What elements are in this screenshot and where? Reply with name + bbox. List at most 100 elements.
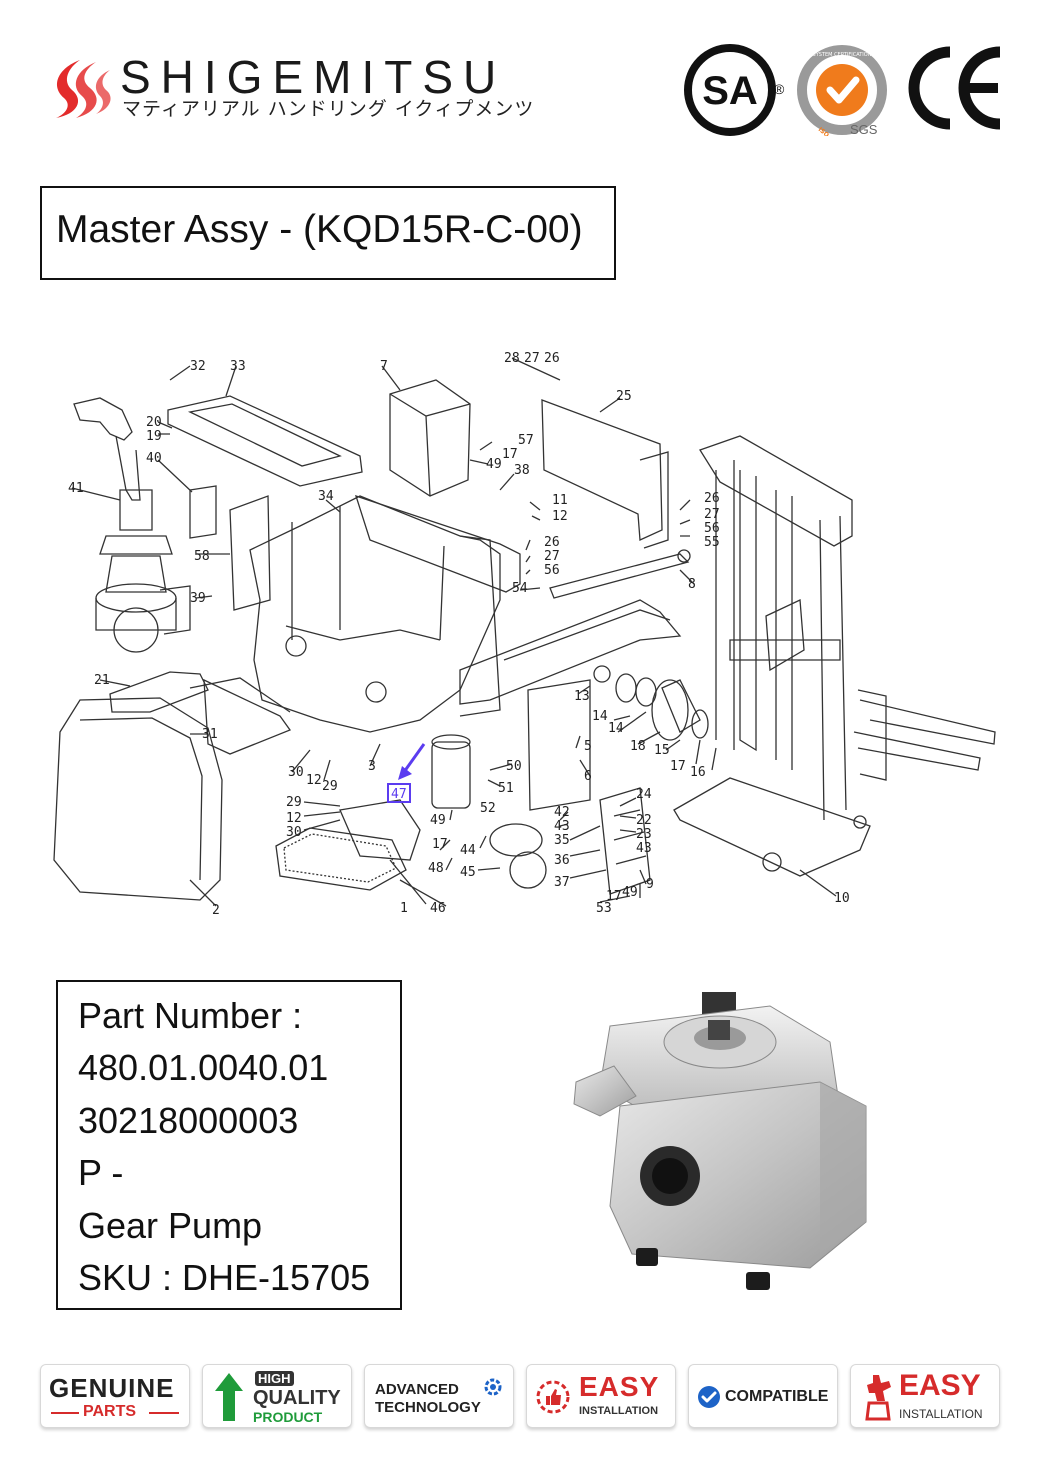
badge-advanced-line2: TECHNOLOGY [375, 1399, 481, 1416]
iso-top-text: SYSTEM CERTIFICATION [813, 52, 872, 58]
callout-label: 45 [460, 865, 476, 880]
callout-label: 27 [524, 351, 540, 366]
sku: SKU : DHE-15705 [78, 1257, 371, 1298]
callout-label: 31 [202, 727, 218, 742]
part-name: Gear Pump [78, 1205, 263, 1246]
callout-label: 40 [146, 451, 162, 466]
callout-label: 25 [616, 389, 632, 404]
title-box [40, 186, 616, 280]
callout-label: 12 [306, 773, 322, 788]
callout-label: 50 [506, 759, 522, 774]
exploded-parts-diagram: 32 33 7 28 27 26 25 20 19 40 41 57 49 17… [53, 351, 996, 918]
badge-easy2-line1: EASY [899, 1369, 981, 1402]
csa-registered: ® [774, 81, 785, 97]
callout-label: 3 [368, 759, 376, 774]
callout-label: 44 [460, 843, 476, 858]
callout-label: 17 [670, 759, 686, 774]
callout-label: 34 [318, 489, 334, 504]
callout-label: 22 [636, 813, 652, 828]
callout-label: 23 [636, 827, 652, 842]
callout-label: 17 [432, 837, 448, 852]
callout-label: 13 [574, 689, 590, 704]
badge-compatible-line1: COMPATIBLE [725, 1388, 829, 1405]
callout-label: 32 [190, 359, 206, 374]
callout-label: 33 [230, 359, 246, 374]
callout-label: 49 [430, 813, 446, 828]
brand-subtitle: マティアリアル ハンドリング イクィプメンツ [122, 98, 535, 120]
thumbs-up-icon [536, 1380, 570, 1414]
badge-quality-line3: PRODUCT [253, 1409, 323, 1425]
callout-label: 20 [146, 415, 162, 430]
callout-label: 27 [704, 507, 720, 522]
sgs-text: SGS [850, 122, 878, 136]
callout-label: 27 [544, 549, 560, 564]
arrow-up-icon [215, 1373, 243, 1421]
gear-pump-image [573, 992, 867, 1290]
ce-mark-icon [908, 46, 1001, 130]
callout-label: 42 [554, 805, 570, 820]
part-info-box [56, 980, 402, 1310]
callout-label: 49 [622, 885, 638, 900]
callout-label: 37 [554, 875, 570, 890]
callout-label: 1 [400, 901, 408, 916]
callout-label: 15 [654, 743, 670, 758]
badge-advanced-line1: ADVANCED [375, 1381, 459, 1398]
check-circle-icon [698, 1386, 720, 1408]
callout-label: 29 [322, 779, 338, 794]
part-number-label: Part Number : [78, 995, 303, 1036]
badge-quality-line2: QUALITY [253, 1387, 341, 1409]
part-number-secondary: 30218000003 [78, 1100, 299, 1141]
gear-icon [484, 1378, 502, 1396]
callout-label: 14 [592, 709, 608, 724]
csa-text: SA [702, 69, 758, 113]
callout-label: 49 [486, 457, 502, 472]
wrench-icon [865, 1375, 891, 1421]
callout-label: 5 [584, 739, 592, 754]
callout-label: 56 [704, 521, 720, 536]
badge-easy-line1: EASY [579, 1371, 660, 1402]
callout-label: 7 [380, 359, 388, 374]
callout-label: 26 [544, 535, 560, 550]
callout-label: 38 [514, 463, 530, 478]
callout-label: 2 [212, 903, 220, 918]
easy-installation-badge-2: EASY INSTALLATION [850, 1364, 1000, 1428]
callout-label: 46 [430, 901, 446, 916]
high-quality-badge: HIGH QUALITY PRODUCT [202, 1364, 352, 1428]
callout-label: 53 [596, 901, 612, 916]
callout-label: 58 [194, 549, 210, 564]
callout-label: 39 [190, 591, 206, 606]
badge-genuine-line1: GENUINE [49, 1373, 175, 1403]
callout-label: 35 [554, 833, 570, 848]
callout-label: 55 [704, 535, 720, 550]
compatible-badge: COMPATIBLE [688, 1364, 838, 1428]
callout-label: 16 [690, 765, 706, 780]
callout-label: 36 [554, 853, 570, 868]
advanced-technology-badge: ADVANCED TECHNOLOGY [364, 1364, 514, 1428]
callout-label: 57 [518, 433, 534, 448]
callout-label: 56 [544, 563, 560, 578]
callout-label: 8 [688, 577, 696, 592]
callout-label: 43 [636, 841, 652, 856]
callout-label: 21 [94, 673, 110, 688]
brand-name: SHIGEMITSU [120, 51, 507, 103]
callout-label: 17 [502, 447, 518, 462]
callout-label: 28 [504, 351, 520, 366]
callout-label: 17 [606, 889, 622, 904]
genuine-parts-badge: GENUINE PARTS [40, 1364, 190, 1428]
callout-label: 10 [834, 891, 850, 906]
csa-certification-icon: SA ® [684, 44, 785, 136]
callout-label: 43 [554, 819, 570, 834]
callout-label: 54 [512, 581, 528, 596]
badge-easy2-line2: INSTALLATION [899, 1407, 983, 1421]
callout-label: 51 [498, 781, 514, 796]
callout-label: 6 [584, 769, 592, 784]
callout-label-highlighted: 47 [391, 787, 407, 802]
iso-sgs-certification-icon: SYSTEM CERTIFICATION ISO 9001:2008 SGS [797, 45, 887, 136]
part-number-prefix: P - [78, 1152, 124, 1193]
callout-label: 12 [286, 811, 302, 826]
callout-label: 26 [704, 491, 720, 506]
badge-easy-line2: INSTALLATION [579, 1405, 659, 1417]
callout-label: 12 [552, 509, 568, 524]
badge-genuine-line2: PARTS [83, 1403, 137, 1420]
part-number-primary: 480.01.0040.01 [78, 1047, 329, 1088]
